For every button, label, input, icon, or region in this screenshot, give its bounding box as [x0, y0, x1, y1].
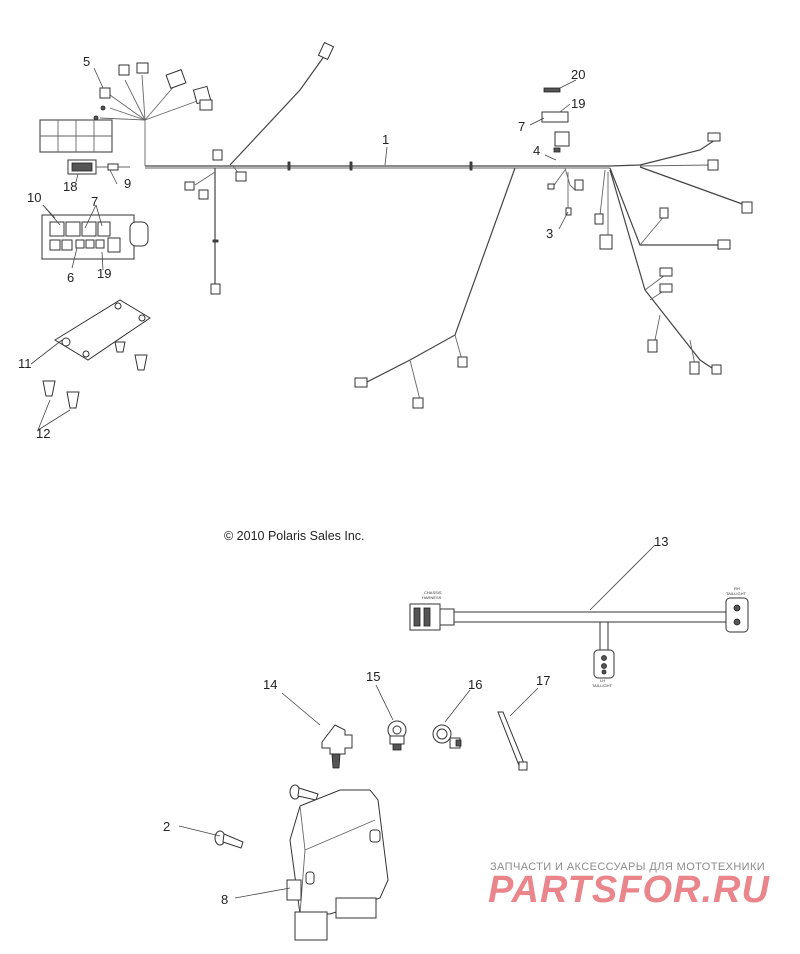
callout-3: 3: [546, 226, 553, 241]
body-harness: CHASSIS HARNESS RH TAILLIGHT LH TAILLIGH…: [409, 586, 749, 688]
callout-12: 12: [36, 426, 50, 441]
copyright-notice: © 2010 Polaris Sales Inc.: [224, 529, 365, 543]
callout-17: 17: [536, 673, 550, 688]
callout-7-a: 7: [91, 194, 98, 209]
chassis-harness-label-1: CHASSIS: [424, 590, 442, 595]
clip-15: [387, 720, 407, 751]
rh-taillight-label-2: TAILLIGHT: [726, 591, 746, 596]
fuse-box: [41, 214, 149, 260]
callout-13: 13: [654, 534, 668, 549]
ecm-module-8: [286, 789, 389, 941]
callout-6: 6: [67, 270, 74, 285]
callout-20: 20: [571, 67, 585, 82]
callout-16: 16: [468, 677, 482, 692]
callout-1: 1: [382, 132, 389, 147]
callout-5: 5: [83, 54, 90, 69]
leader-lines: [30, 67, 656, 899]
watermark: ЗАПЧАСТИ И АКСЕССУАРЫ ДЛЯ МОТОТЕХНИКИ PA…: [488, 861, 770, 911]
callout-9: 9: [124, 176, 131, 191]
callout-19-b: 19: [571, 96, 585, 111]
callout-18: 18: [63, 179, 77, 194]
main-harness: [99, 54, 746, 401]
rh-taillight-label-1: RH: [734, 586, 740, 591]
clip-14: [321, 724, 353, 769]
callout-11: 11: [18, 356, 32, 371]
part-18-9-inline: [67, 159, 130, 175]
clamp-16: [432, 724, 462, 749]
lh-taillight-label-2: TAILLIGHT: [592, 683, 612, 688]
relay-module: [541, 87, 570, 147]
mounting-bracket: [42, 299, 151, 409]
lh-taillight-label-1: LH: [600, 678, 605, 683]
callout-10: 10: [27, 190, 41, 205]
callout-19-a: 19: [97, 266, 111, 281]
watermark-logo: PARTSFOR.RU: [488, 869, 770, 911]
callout-2: 2: [163, 819, 170, 834]
callout-4: 4: [533, 143, 540, 158]
screws-2: [214, 784, 319, 849]
callout-15: 15: [366, 669, 380, 684]
cable-tie-17: [497, 711, 528, 771]
callout-7-b: 7: [518, 119, 525, 134]
watermark-tagline: ЗАПЧАСТИ И АКСЕССУАРЫ ДЛЯ МОТОТЕХНИКИ: [490, 861, 765, 873]
harness-connectors: [93, 41, 753, 409]
callout-numbers: 1 2 3 4 5 6 7 7 8 9 10 11 12 13 14 15 16…: [18, 54, 668, 907]
callout-14: 14: [263, 677, 277, 692]
chassis-harness-label-2: HARNESS: [422, 595, 442, 600]
callout-8: 8: [221, 892, 228, 907]
fuse-label-sticker: [39, 119, 113, 153]
